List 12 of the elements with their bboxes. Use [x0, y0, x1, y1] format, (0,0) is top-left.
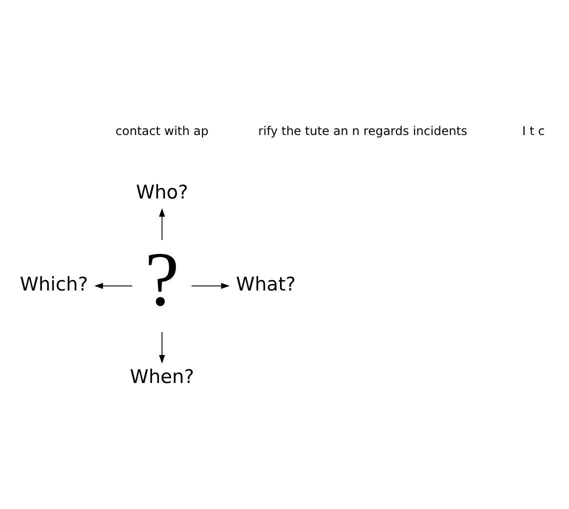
arrow [159, 208, 166, 240]
arrow [94, 282, 133, 288]
arrow [191, 282, 230, 288]
label: rify the tute an n regards incidents [258, 124, 468, 138]
node-text: Who? [136, 180, 188, 203]
node-text: When? [130, 365, 194, 388]
node-text: Which? [20, 273, 88, 296]
label: I t c [522, 124, 545, 138]
arrow [159, 331, 166, 364]
node-text: What? [236, 273, 296, 296]
label: contact with ap [116, 124, 209, 138]
node-text: ? [144, 236, 180, 322]
